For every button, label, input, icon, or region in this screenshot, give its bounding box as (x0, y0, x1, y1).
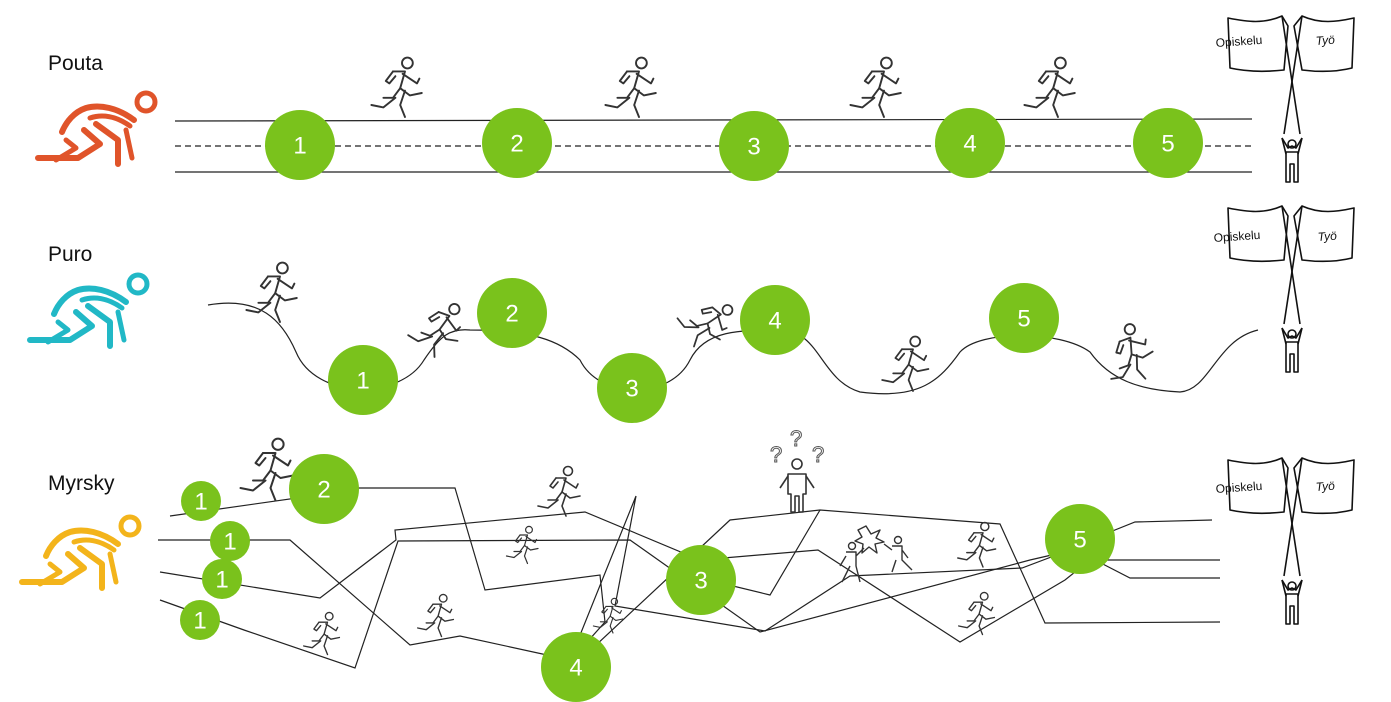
myrsky-runner-icon (537, 465, 581, 517)
myrsky-milestone-label: 5 (1073, 527, 1086, 554)
svg-text:?: ? (770, 442, 782, 467)
puro-runner-icon (403, 291, 471, 364)
myrsky-milestone: 1 (210, 521, 250, 561)
pouta-flag-label-left: Opiskelu (1215, 33, 1263, 50)
svg-text:?: ? (790, 426, 802, 451)
pouta-runner-icon (849, 56, 902, 118)
puro-flag-label-left: Opiskelu (1213, 228, 1261, 245)
myrsky-milestone-label: 4 (569, 655, 582, 682)
puro-milestone-label: 1 (356, 368, 369, 395)
puro-milestone: 2 (477, 278, 547, 348)
myrsky-milestone: 3 (666, 545, 736, 615)
pouta-flag-label-right: Työ (1315, 33, 1335, 48)
myrsky-milestone-label: 1 (194, 489, 207, 516)
myrsky-milestone: 1 (202, 559, 242, 599)
puro-milestone-label: 2 (505, 301, 518, 328)
myrsky-milestone-label: 3 (694, 568, 707, 595)
myrsky-runner-icon (417, 593, 455, 638)
pouta-runner-icon (1023, 56, 1076, 118)
myrsky-milestone-label: 1 (215, 567, 228, 594)
myrsky-milestone: 2 (289, 454, 359, 524)
puro-runner-icon (1094, 318, 1162, 391)
myrsky-milestone: 4 (541, 632, 611, 702)
pouta-milestone-label: 5 (1161, 131, 1174, 158)
myrsky-runner-icon (958, 591, 996, 636)
myrsky-runner-icon (239, 437, 294, 502)
puro-milestone-label: 5 (1017, 306, 1030, 333)
puro-flag-label-right: Työ (1317, 229, 1337, 244)
puro-runner-icon (669, 284, 742, 358)
puro-milestone-label: 3 (625, 376, 638, 403)
pouta-milestone-label: 4 (963, 131, 976, 158)
pouta-milestone: 1 (265, 110, 335, 180)
myrsky-sprinter-icon (22, 517, 139, 588)
myrsky-flag-label-right: Työ (1315, 479, 1335, 494)
pouta-milestone-label: 1 (293, 133, 306, 160)
pouta-sprinter-icon (38, 93, 155, 164)
row-label-puro: Puro (48, 243, 93, 266)
puro-runner-icon (245, 261, 298, 323)
puro-milestone: 3 (597, 353, 667, 423)
puro-runner-icon (881, 335, 930, 392)
puro-milestone-label: 4 (768, 308, 781, 335)
row-label-myrsky: Myrsky (48, 472, 115, 495)
puro-milestone: 1 (328, 345, 398, 415)
myrsky-confused-person-icon: ? ? ? (770, 426, 825, 513)
puro-milestone: 5 (989, 283, 1059, 353)
pouta-runner-icon (604, 56, 657, 118)
pouta-milestone-label: 2 (510, 131, 523, 158)
pouta-milestone: 3 (719, 111, 789, 181)
pouta-milestone: 4 (935, 108, 1005, 178)
puro-path (207, 302, 1259, 395)
myrsky-runner-icon (957, 521, 997, 568)
pouta-milestone: 5 (1133, 108, 1203, 178)
myrsky-milestone: 1 (181, 481, 221, 521)
pouta-runner-icon (370, 56, 423, 118)
row-label-pouta: Pouta (48, 52, 103, 75)
svg-text:?: ? (812, 442, 824, 467)
myrsky-fight-icon (839, 525, 913, 583)
myrsky-milestone: 5 (1045, 504, 1115, 574)
myrsky-milestone-label: 1 (193, 608, 206, 635)
myrsky-runner-icon (592, 597, 624, 634)
myrsky-milestone: 1 (180, 600, 220, 640)
pouta-milestone-label: 3 (747, 134, 760, 161)
myrsky-milestone-label: 2 (317, 477, 330, 504)
pouta-track (174, 118, 1253, 173)
myrsky-milestone-label: 1 (223, 529, 236, 556)
myrsky-runner-icon (505, 525, 539, 565)
myrsky-runner-icon (303, 611, 341, 656)
pouta-milestone: 2 (482, 108, 552, 178)
myrsky-flag-label-left: Opiskelu (1215, 479, 1263, 496)
puro-milestone: 4 (740, 285, 810, 355)
puro-sprinter-icon (30, 275, 147, 346)
